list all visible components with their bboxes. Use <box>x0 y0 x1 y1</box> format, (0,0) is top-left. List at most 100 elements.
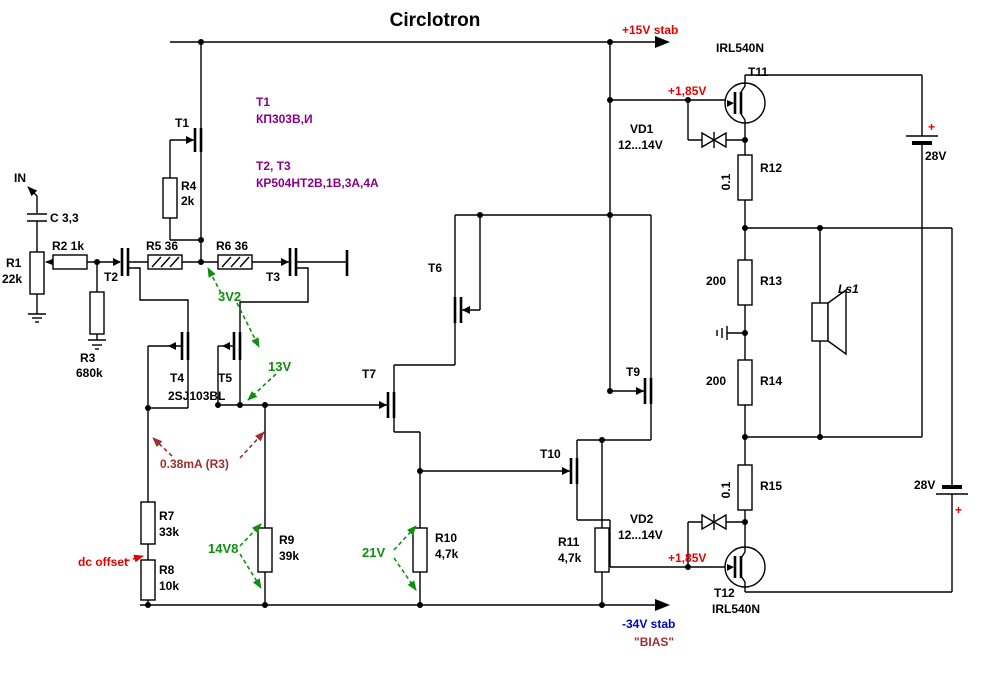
arrow-current-right <box>239 431 265 459</box>
t1-current-source <box>162 42 203 262</box>
label-t11: T11 <box>748 65 768 79</box>
label-r8: R8 <box>159 563 175 577</box>
label-vgs-bottom: +1,85V <box>668 551 706 565</box>
t3-gate-arrow <box>281 258 289 266</box>
label-t4: T4 <box>170 371 184 385</box>
t2-gate-arrow <box>113 258 121 266</box>
label-vd2-value: 12...14V <box>618 528 663 542</box>
resistor-r14-body <box>737 359 753 406</box>
label-t6: T6 <box>428 261 442 275</box>
label-r11: R11 <box>558 535 580 549</box>
label-vd1: VD1 <box>630 122 654 136</box>
resistor-r1-body <box>29 251 45 295</box>
label-current: 0.38mA (R3) <box>160 457 229 471</box>
label-r10-value: 4,7k <box>435 547 459 561</box>
label-t1: T1 <box>175 116 189 130</box>
label-21v: 21V <box>362 545 385 560</box>
label-mosfet-top-type: IRL540N <box>716 41 764 55</box>
label-r13-value: 200 <box>706 274 726 288</box>
arrow-13v-node <box>247 373 277 401</box>
label-r11-value: 4,7k <box>558 551 582 565</box>
label-dc-offset: dc offset <box>78 555 128 569</box>
resistor-r11-body <box>594 527 610 573</box>
label-r4-value: 2k <box>181 194 195 208</box>
resistor-r15-body <box>737 464 753 511</box>
jfet-sink-stage <box>140 332 388 605</box>
label-negative-supply: -34V stab <box>622 617 675 631</box>
t11-gate-arrow <box>727 100 734 107</box>
t6-gate-arrow <box>462 306 470 314</box>
negative-rail-arrow <box>655 599 670 611</box>
label-t12: T12 <box>714 586 735 600</box>
arrow-3v2-13v <box>236 302 260 348</box>
arrow-14v8-top <box>239 523 262 547</box>
t9-gate-arrow <box>636 387 644 395</box>
arrow-21v-top <box>393 525 417 551</box>
label-t3: T3 <box>266 270 280 284</box>
resistor-r12-body <box>737 154 753 201</box>
resistor-r3-body <box>89 291 105 335</box>
speaker-horn <box>827 288 847 356</box>
positive-rail-arrow <box>655 36 670 48</box>
label-battery-bottom-value: 28V <box>914 478 935 492</box>
resistor-r4-body <box>162 177 178 219</box>
label-battery-top-plus: + <box>928 120 935 134</box>
label-r2: R2 1k <box>52 239 84 253</box>
resistor-r9-body <box>257 527 273 573</box>
label-t23-type: КР504НТ2В,1В,3А,4А <box>256 176 379 190</box>
vd2-protection-diode <box>701 513 727 531</box>
vd1-protection-diode <box>701 131 727 149</box>
label-r7: R7 <box>159 509 175 523</box>
label-r3: R3 <box>80 351 96 365</box>
t3-drain-wire <box>239 267 309 332</box>
label-t23-header: T2, T3 <box>256 159 291 173</box>
label-r9-value: 39k <box>279 549 299 563</box>
t10-gate-arrow <box>562 467 570 475</box>
t2-drain-wire <box>128 267 189 332</box>
resistor-r8-body <box>140 559 156 601</box>
t4-gate-arrow <box>168 342 176 350</box>
battery-top <box>906 75 938 437</box>
measurement-arrows <box>125 267 417 591</box>
speaker-and-supplies <box>745 75 968 592</box>
speaker-body <box>811 302 829 342</box>
label-13v: 13V <box>268 359 291 374</box>
label-r10: R10 <box>435 531 457 545</box>
junction-dots <box>94 39 823 608</box>
center-ground <box>716 326 745 340</box>
label-r13: R13 <box>760 274 782 288</box>
label-vd1-value: 12...14V <box>618 138 663 152</box>
label-t1-type-header: T1 <box>256 95 270 109</box>
positive-rail <box>170 36 670 48</box>
arrow-3v2-node <box>207 267 222 294</box>
output-top <box>610 74 922 547</box>
label-t5: T5 <box>218 371 232 385</box>
labels: Circlotron +15V stab -34V stab "BIAS" IN… <box>2 10 962 649</box>
label-r3-value: 680k <box>76 366 103 380</box>
label-t9: T9 <box>626 365 640 379</box>
t1-gate-arrow <box>186 136 194 144</box>
arrow-current-left <box>152 437 173 457</box>
label-bias: "BIAS" <box>634 635 674 649</box>
label-battery-top-value: 28V <box>925 149 946 163</box>
output-bottom <box>610 513 952 593</box>
page-title: Circlotron <box>390 10 481 31</box>
label-r7-value: 33k <box>159 525 179 539</box>
label-ls1: Ls1 <box>838 282 859 296</box>
arrow-dc-offset <box>125 554 144 563</box>
label-r1: R1 <box>6 256 22 270</box>
label-r12: R12 <box>760 161 782 175</box>
input-pair-stage <box>113 248 349 332</box>
driver-stage <box>420 215 653 605</box>
label-r14: R14 <box>760 374 782 388</box>
label-t10: T10 <box>540 447 561 461</box>
label-mosfet-bottom-type: IRL540N <box>712 602 760 616</box>
label-r6: R6 36 <box>216 239 248 253</box>
resistor-r10-body <box>412 527 428 573</box>
label-r4: R4 <box>181 179 197 193</box>
battery-bottom <box>936 228 968 592</box>
label-vgs-top: +1,85V <box>668 84 706 98</box>
label-r14-value: 200 <box>706 374 726 388</box>
input-terminal-arrow <box>27 186 38 197</box>
